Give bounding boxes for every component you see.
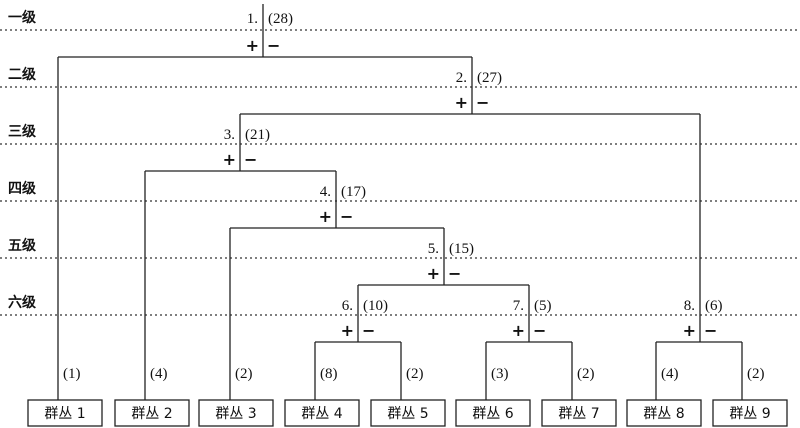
split-number: 2. xyxy=(456,70,467,86)
level-labels: 一级 二级 三级 四级 五级 六级 xyxy=(8,9,37,311)
split-number: 6. xyxy=(342,298,353,314)
group-label: 群丛 1 xyxy=(44,406,85,422)
level-label: 五级 xyxy=(8,237,37,254)
split-count: (28) xyxy=(268,11,293,27)
group-box xyxy=(284,399,360,427)
split-number: 1. xyxy=(247,11,258,27)
group-label: 群丛 7 xyxy=(558,406,599,422)
plus-sign: + xyxy=(319,207,332,226)
minus-sign: − xyxy=(476,93,489,112)
split-count: (21) xyxy=(245,127,270,143)
group-count: (8) xyxy=(320,366,338,382)
plus-sign: + xyxy=(512,321,525,340)
minus-sign: − xyxy=(340,207,353,226)
minus-sign: − xyxy=(244,150,257,169)
plus-sign: + xyxy=(341,321,354,340)
split-count: (5) xyxy=(534,298,552,314)
split-count: (6) xyxy=(705,298,723,314)
tree-edges xyxy=(57,4,743,400)
split-nodes: 1. (28) + − 2. (27) + − 3. (21) + − 4. (… xyxy=(223,11,723,340)
level-separators xyxy=(0,29,800,316)
group-box xyxy=(712,399,788,427)
split-number: 7. xyxy=(513,298,524,314)
level-label: 二级 xyxy=(8,66,37,83)
group-label: 群丛 4 xyxy=(301,406,342,422)
level-label: 一级 xyxy=(8,9,37,26)
group-box xyxy=(455,399,531,427)
level-label: 三级 xyxy=(8,123,37,140)
plus-sign: + xyxy=(427,264,440,283)
split-count: (15) xyxy=(449,241,474,257)
group-label: 群丛 8 xyxy=(643,406,684,422)
split-count: (27) xyxy=(477,70,502,86)
group-count: (2) xyxy=(235,366,253,382)
group-count: (1) xyxy=(63,366,81,382)
group-box xyxy=(370,399,446,427)
group-label: 群丛 3 xyxy=(215,406,256,422)
level-label: 六级 xyxy=(8,294,37,311)
split-count: (10) xyxy=(363,298,388,314)
group-boxes: 群丛 1 群丛 2 群丛 3 群丛 4 群丛 5 群丛 6 群丛 7 群丛 8 … xyxy=(27,399,788,427)
group-count: (4) xyxy=(661,366,679,382)
minus-sign: − xyxy=(704,321,717,340)
group-box xyxy=(541,399,617,427)
split-number: 5. xyxy=(428,241,439,257)
group-box xyxy=(114,399,190,427)
minus-sign: − xyxy=(362,321,375,340)
split-number: 8. xyxy=(684,298,695,314)
plus-sign: + xyxy=(246,36,259,55)
split-number: 4. xyxy=(320,184,331,200)
group-box xyxy=(27,399,103,427)
split-count: (17) xyxy=(341,184,366,200)
group-label: 群丛 2 xyxy=(131,406,172,422)
group-count: (3) xyxy=(491,366,509,382)
group-box xyxy=(626,399,702,427)
group-count: (2) xyxy=(577,366,595,382)
group-count: (4) xyxy=(150,366,168,382)
group-count: (2) xyxy=(406,366,424,382)
level-label: 四级 xyxy=(8,180,37,197)
split-number: 3. xyxy=(224,127,235,143)
plus-sign: + xyxy=(683,321,696,340)
group-label: 群丛 6 xyxy=(472,406,513,422)
minus-sign: − xyxy=(533,321,546,340)
group-box xyxy=(198,399,274,427)
group-label: 群丛 5 xyxy=(387,406,428,422)
leaf-counts: (1) (4) (2) (8) (2) (3) (2) (4) (2) xyxy=(63,366,765,382)
group-label: 群丛 9 xyxy=(729,406,770,422)
minus-sign: − xyxy=(267,36,280,55)
plus-sign: + xyxy=(223,150,236,169)
group-count: (2) xyxy=(747,366,765,382)
minus-sign: − xyxy=(448,264,461,283)
plus-sign: + xyxy=(455,93,468,112)
